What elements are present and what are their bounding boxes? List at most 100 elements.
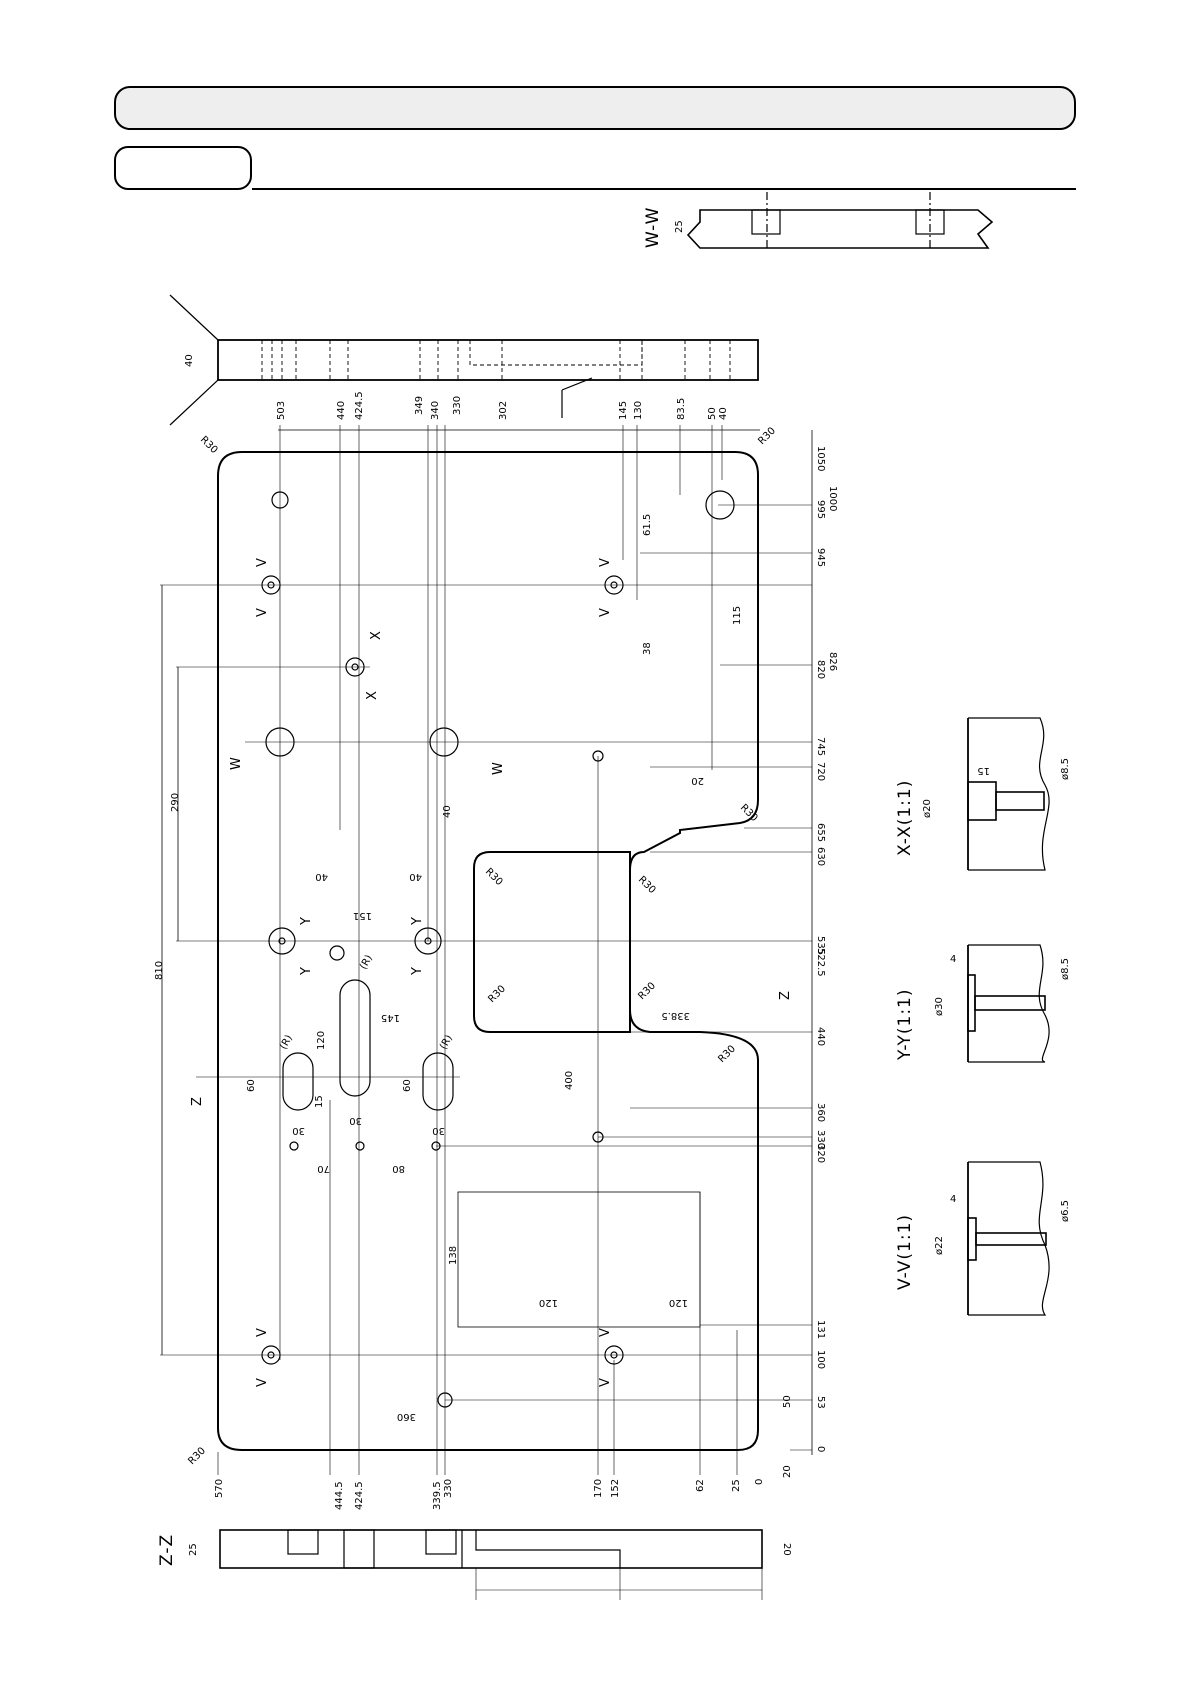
- dim-label: 535: [815, 936, 826, 955]
- marker-y: Y: [299, 917, 314, 926]
- dim-label: 826: [827, 652, 838, 671]
- yy-section-body: [968, 944, 1050, 1063]
- xx-through-hole: [995, 791, 1045, 811]
- dim-label: 120: [316, 1031, 327, 1050]
- dim-label: 40: [315, 871, 328, 882]
- top-dimension-labels: 503 440 424.5 349 340 330 302 145 130 83…: [276, 391, 729, 420]
- hole-small-4: [289, 1141, 299, 1151]
- zz-section-outline: [219, 1529, 763, 1569]
- marker-v: V: [255, 1378, 270, 1387]
- dim-label: 20: [781, 1543, 792, 1556]
- dim-label: 20: [691, 775, 704, 786]
- dim-label: 4: [950, 954, 956, 965]
- ww-section-outline: [686, 209, 994, 249]
- leader-side-note-2: [561, 377, 593, 391]
- section-title-zz: Z-Z: [157, 1534, 177, 1566]
- dim-label: 170: [593, 1479, 604, 1498]
- dim-label: 655: [815, 823, 826, 842]
- dim-label: 340: [430, 401, 441, 420]
- dim-label: 152: [610, 1479, 621, 1498]
- marker-v: V: [598, 1378, 613, 1387]
- section-title-ww: W-W: [643, 207, 663, 248]
- dim-label: 0: [754, 1479, 765, 1485]
- leader-side-top: [169, 294, 219, 341]
- dim-label: 100: [815, 1350, 826, 1369]
- radius-label: R30: [186, 1445, 208, 1467]
- dim-label: 1000: [827, 486, 838, 511]
- dim-label: 138: [448, 1246, 459, 1265]
- marker-w: W: [491, 762, 506, 775]
- dim-label: 25: [188, 1543, 199, 1556]
- dim-label: 820: [815, 660, 826, 679]
- detail-dimension-labels: ø20 15 ø8.5 ø30 4 ø8.5 ø22 4 ø6.5: [922, 758, 1071, 1255]
- dim-label: 810: [154, 961, 165, 980]
- ww-counterbore-left: [751, 209, 781, 235]
- leader-side-bottom: [169, 379, 219, 426]
- dim-label: 424.5: [354, 1481, 365, 1510]
- dim-label: 60: [246, 1079, 257, 1092]
- misc-dimension-labels: 40 25 25 20 61.5 115 38 20 40 40 40 151 …: [154, 220, 793, 1556]
- drawing-lines: [160, 192, 1050, 1600]
- marker-v: V: [598, 608, 613, 617]
- section-title-vv: V-V(1:1): [895, 1214, 915, 1290]
- dim-label: 50: [782, 1395, 793, 1408]
- header-bar: [114, 86, 1076, 130]
- yy-through-hole: [974, 995, 1046, 1011]
- dim-label: 40: [184, 354, 195, 367]
- header-rule: [252, 188, 1076, 190]
- dim-label: 50: [707, 407, 718, 420]
- dim-label: 440: [336, 401, 347, 420]
- radius-label: R30: [636, 980, 658, 1002]
- dim-label: 53: [815, 1396, 826, 1409]
- radius-label: R30: [738, 802, 760, 824]
- hole-small-5: [355, 1141, 365, 1151]
- dim-label: 40: [442, 805, 453, 818]
- dim-label: 424.5: [354, 391, 365, 420]
- xx-section-body: [968, 717, 1050, 871]
- dim-label: 745: [815, 737, 826, 756]
- dim-label: 522.5: [815, 948, 826, 977]
- marker-x: X: [369, 631, 384, 640]
- dim-label: 40: [409, 871, 422, 882]
- zz-bore-3: [425, 1529, 457, 1555]
- radius-label: R30: [716, 1043, 738, 1065]
- vertical-extension-lines: [217, 425, 738, 1475]
- marker-v: V: [255, 1328, 270, 1337]
- right-dimension-labels: 1050 1000 995 945 826 820 745 720 655 63…: [815, 446, 838, 1452]
- dim-label: 30: [432, 1125, 445, 1136]
- radius-label: R30: [756, 425, 778, 447]
- side-hidden-lines: [261, 340, 731, 380]
- slot-3: [422, 1052, 454, 1111]
- marker-y: Y: [410, 967, 425, 976]
- dim-label: ø20: [922, 799, 933, 818]
- dim-label: 130: [633, 401, 644, 420]
- vv-section-body: [968, 1161, 1050, 1316]
- dim-label: 20: [782, 1465, 793, 1478]
- zz-bore-2: [343, 1529, 375, 1569]
- dim-label: 145: [381, 1012, 400, 1023]
- dim-label: 145: [618, 401, 629, 420]
- dim-label: 349: [414, 396, 425, 415]
- hole-small-2: [329, 945, 345, 961]
- dim-label: 330: [443, 1479, 454, 1498]
- vv-counterbore: [967, 1217, 977, 1261]
- dim-label: 120: [669, 1297, 688, 1308]
- radius-label-r: (R): [438, 1033, 455, 1051]
- zz-step: [475, 1530, 621, 1568]
- extension-lines: [160, 504, 812, 1451]
- dim-label: 131: [815, 1320, 826, 1339]
- dim-label: 60: [402, 1079, 413, 1092]
- dim-label: ø8.5: [1060, 958, 1071, 980]
- yy-counterbore: [967, 974, 976, 1032]
- dim-label: 320: [815, 1144, 826, 1163]
- dim-label: ø6.5: [1060, 1200, 1071, 1222]
- dim-label: 40: [718, 407, 729, 420]
- dim-label: ø30: [934, 997, 945, 1016]
- dim-label: 83.5: [676, 398, 687, 420]
- dim-label: 30: [292, 1125, 305, 1136]
- section-tab: [114, 146, 252, 190]
- section-title-yy: Y-Y(1:1): [895, 989, 915, 1062]
- xx-counterbore: [967, 781, 997, 821]
- dim-label: 151: [353, 910, 372, 921]
